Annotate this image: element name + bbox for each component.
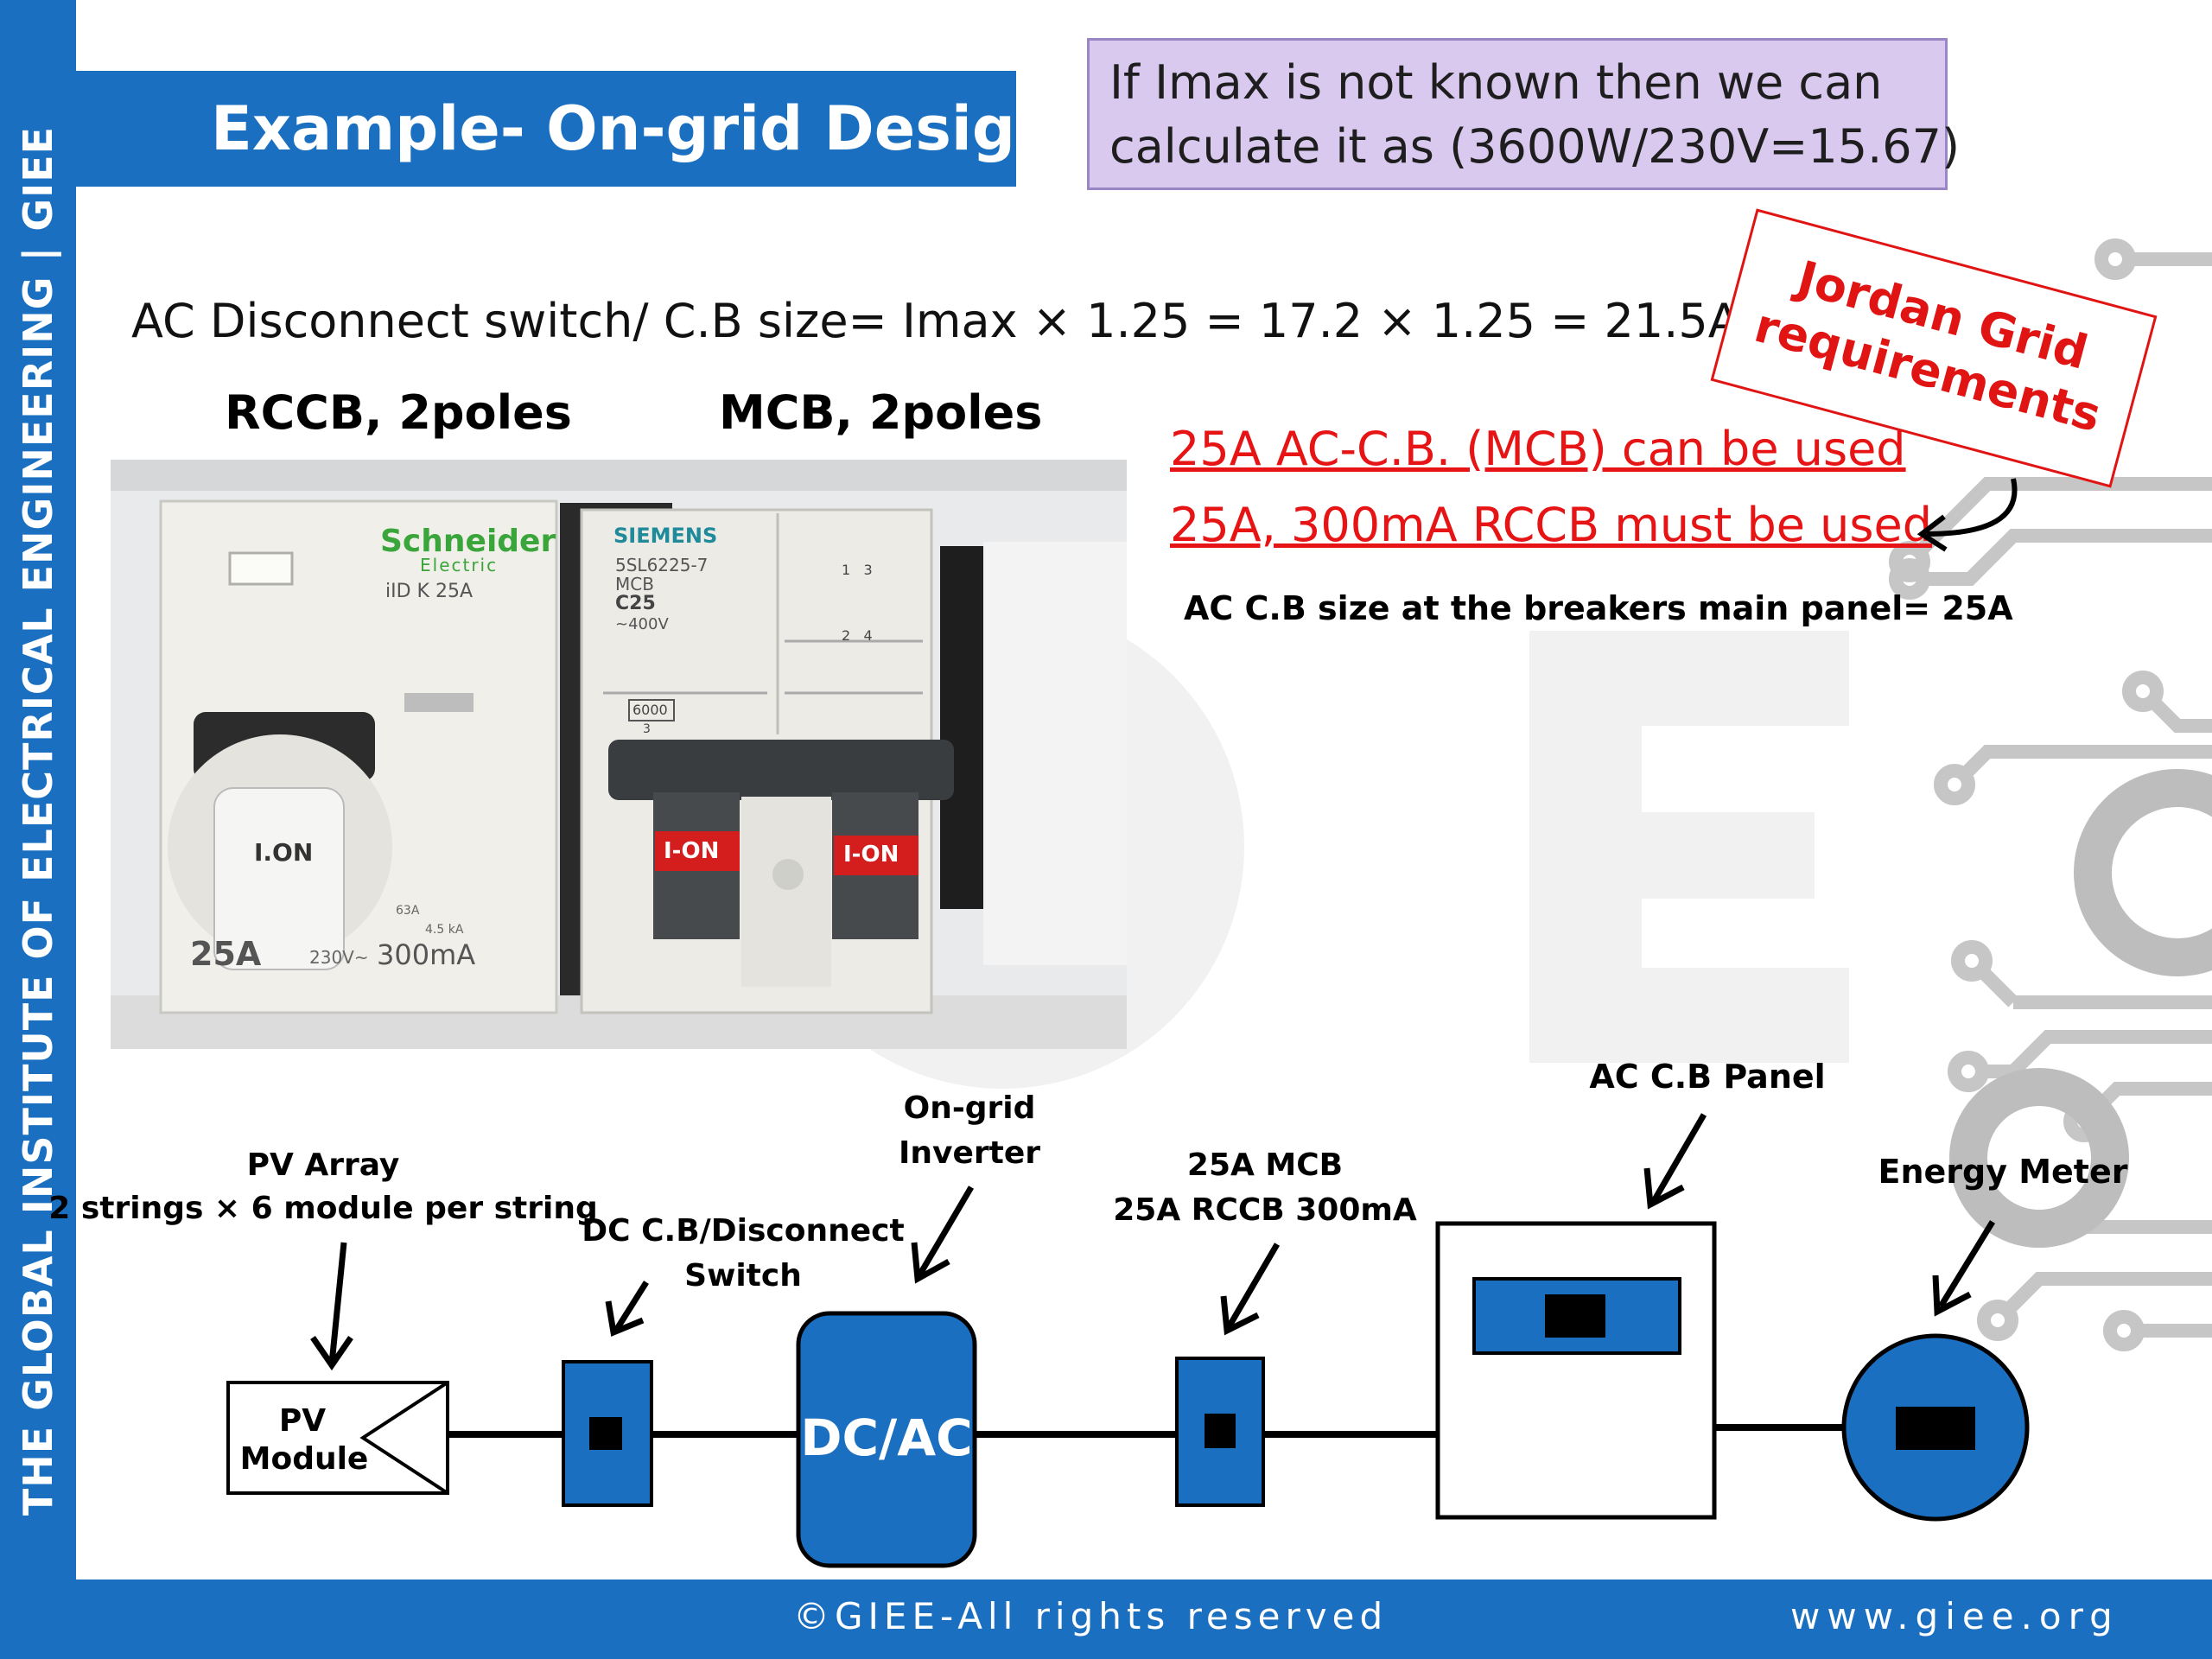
rccb-voltage: 230V~ [309, 947, 369, 968]
rccb-rating: 25A [190, 935, 262, 973]
curved-arrow-icon [1916, 478, 2018, 552]
inverter-label-2: Inverter [898, 1135, 1041, 1171]
ac-cb-panel-label: AC C.B Panel [1589, 1058, 1826, 1096]
page-title: Example- On-grid Design [211, 93, 1058, 164]
formula-text: AC Disconnect switch/ C.B size= Imax × 1… [131, 294, 1740, 348]
rccb-brand-sub: Electric [420, 555, 499, 575]
mcb-terminals-top: 1 3 [842, 562, 873, 578]
pv-module-line-1: PV [278, 1403, 327, 1439]
mcb-diagram-label-1: 25A MCB [1186, 1147, 1344, 1183]
mcb-label: MCB, 2poles [719, 385, 1043, 440]
mcb-voltage: ~400V [615, 615, 669, 633]
mcb-handle-text-1: I-ON [664, 838, 720, 864]
mcb-brand: SIEMENS [613, 524, 718, 548]
requirement-rccb: 25A, 300mA RCCB must be used [1170, 498, 1933, 552]
rccb-brand: Schneider [380, 524, 556, 559]
inverter-label-1: On-grid [903, 1090, 1036, 1126]
title-banner [76, 71, 1016, 187]
dc-cb-label-2: Switch [684, 1258, 802, 1294]
rccb-model: iID K 25A [385, 581, 473, 602]
breaker-photo [111, 460, 1127, 1049]
mcb-handle-text-2: I-ON [843, 842, 899, 868]
energy-meter-label: Energy Meter [1878, 1153, 2128, 1191]
system-diagram [226, 1113, 2030, 1568]
mcb-type: MCB [615, 574, 654, 594]
rccb-fuse-rating: 63A [396, 904, 420, 918]
mcb-rating: C25 [615, 593, 656, 614]
dc-cb-label-1: DC C.B/Disconnect [582, 1213, 905, 1249]
rccb-label: RCCB, 2poles [225, 385, 572, 440]
pv-array-subtitle: 2 strings × 6 module per string [48, 1191, 598, 1226]
pv-array-title: PV Array [246, 1147, 400, 1183]
note-box [1087, 38, 1948, 190]
mcb-diagram-label-2: 25A RCCB 300mA [1113, 1192, 1417, 1228]
note-line-2: calculate it as (3600W/230V=15.67) [1109, 119, 1961, 174]
mcb-capacity-class: 3 [643, 722, 651, 736]
mcb-terminals-bottom: 2 4 [842, 627, 873, 644]
rccb-handle-text: I.ON [254, 838, 314, 867]
pv-module-line-2: Module [239, 1441, 369, 1477]
rccb-fuse-ka: 4.5 kA [425, 923, 464, 937]
footer-band [0, 1580, 2212, 1659]
rccb-sensitivity: 300mA [377, 938, 476, 971]
footer-copyright: ©GIEE-All rights reserved [793, 1595, 1389, 1637]
mcb-capacity: 6000 [632, 702, 668, 718]
note-line-1: If Imax is not known then we can [1109, 55, 1883, 110]
inverter-box-text: DC/AC [800, 1408, 973, 1467]
panel-size-text: AC C.B size at the breakers main panel= … [1184, 589, 2013, 627]
sidebar-band [0, 0, 76, 1659]
requirement-mcb: 25A AC-C.B. (MCB) can be used [1170, 422, 1906, 476]
mcb-part: 5SL6225-7 [615, 555, 709, 575]
footer-url: www.giee.org [1790, 1595, 2120, 1637]
